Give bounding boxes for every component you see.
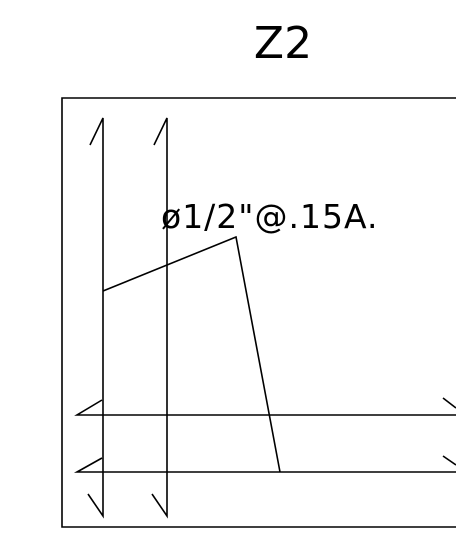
rebar-leader-line <box>102 235 281 473</box>
footing-title: Z2 <box>254 18 312 69</box>
horizontal-bar-upper <box>74 399 456 416</box>
vertical-bar-left <box>87 117 104 519</box>
vertical-bar-right <box>151 117 168 519</box>
footing-outline <box>61 97 456 528</box>
horizontal-bar-lower <box>73 457 456 473</box>
horizontal-bar-lower-right-hook <box>442 455 456 466</box>
horizontal-bar-upper-right-hook <box>442 397 456 409</box>
rebar-label: ø1/2"@.15A. <box>161 197 378 236</box>
